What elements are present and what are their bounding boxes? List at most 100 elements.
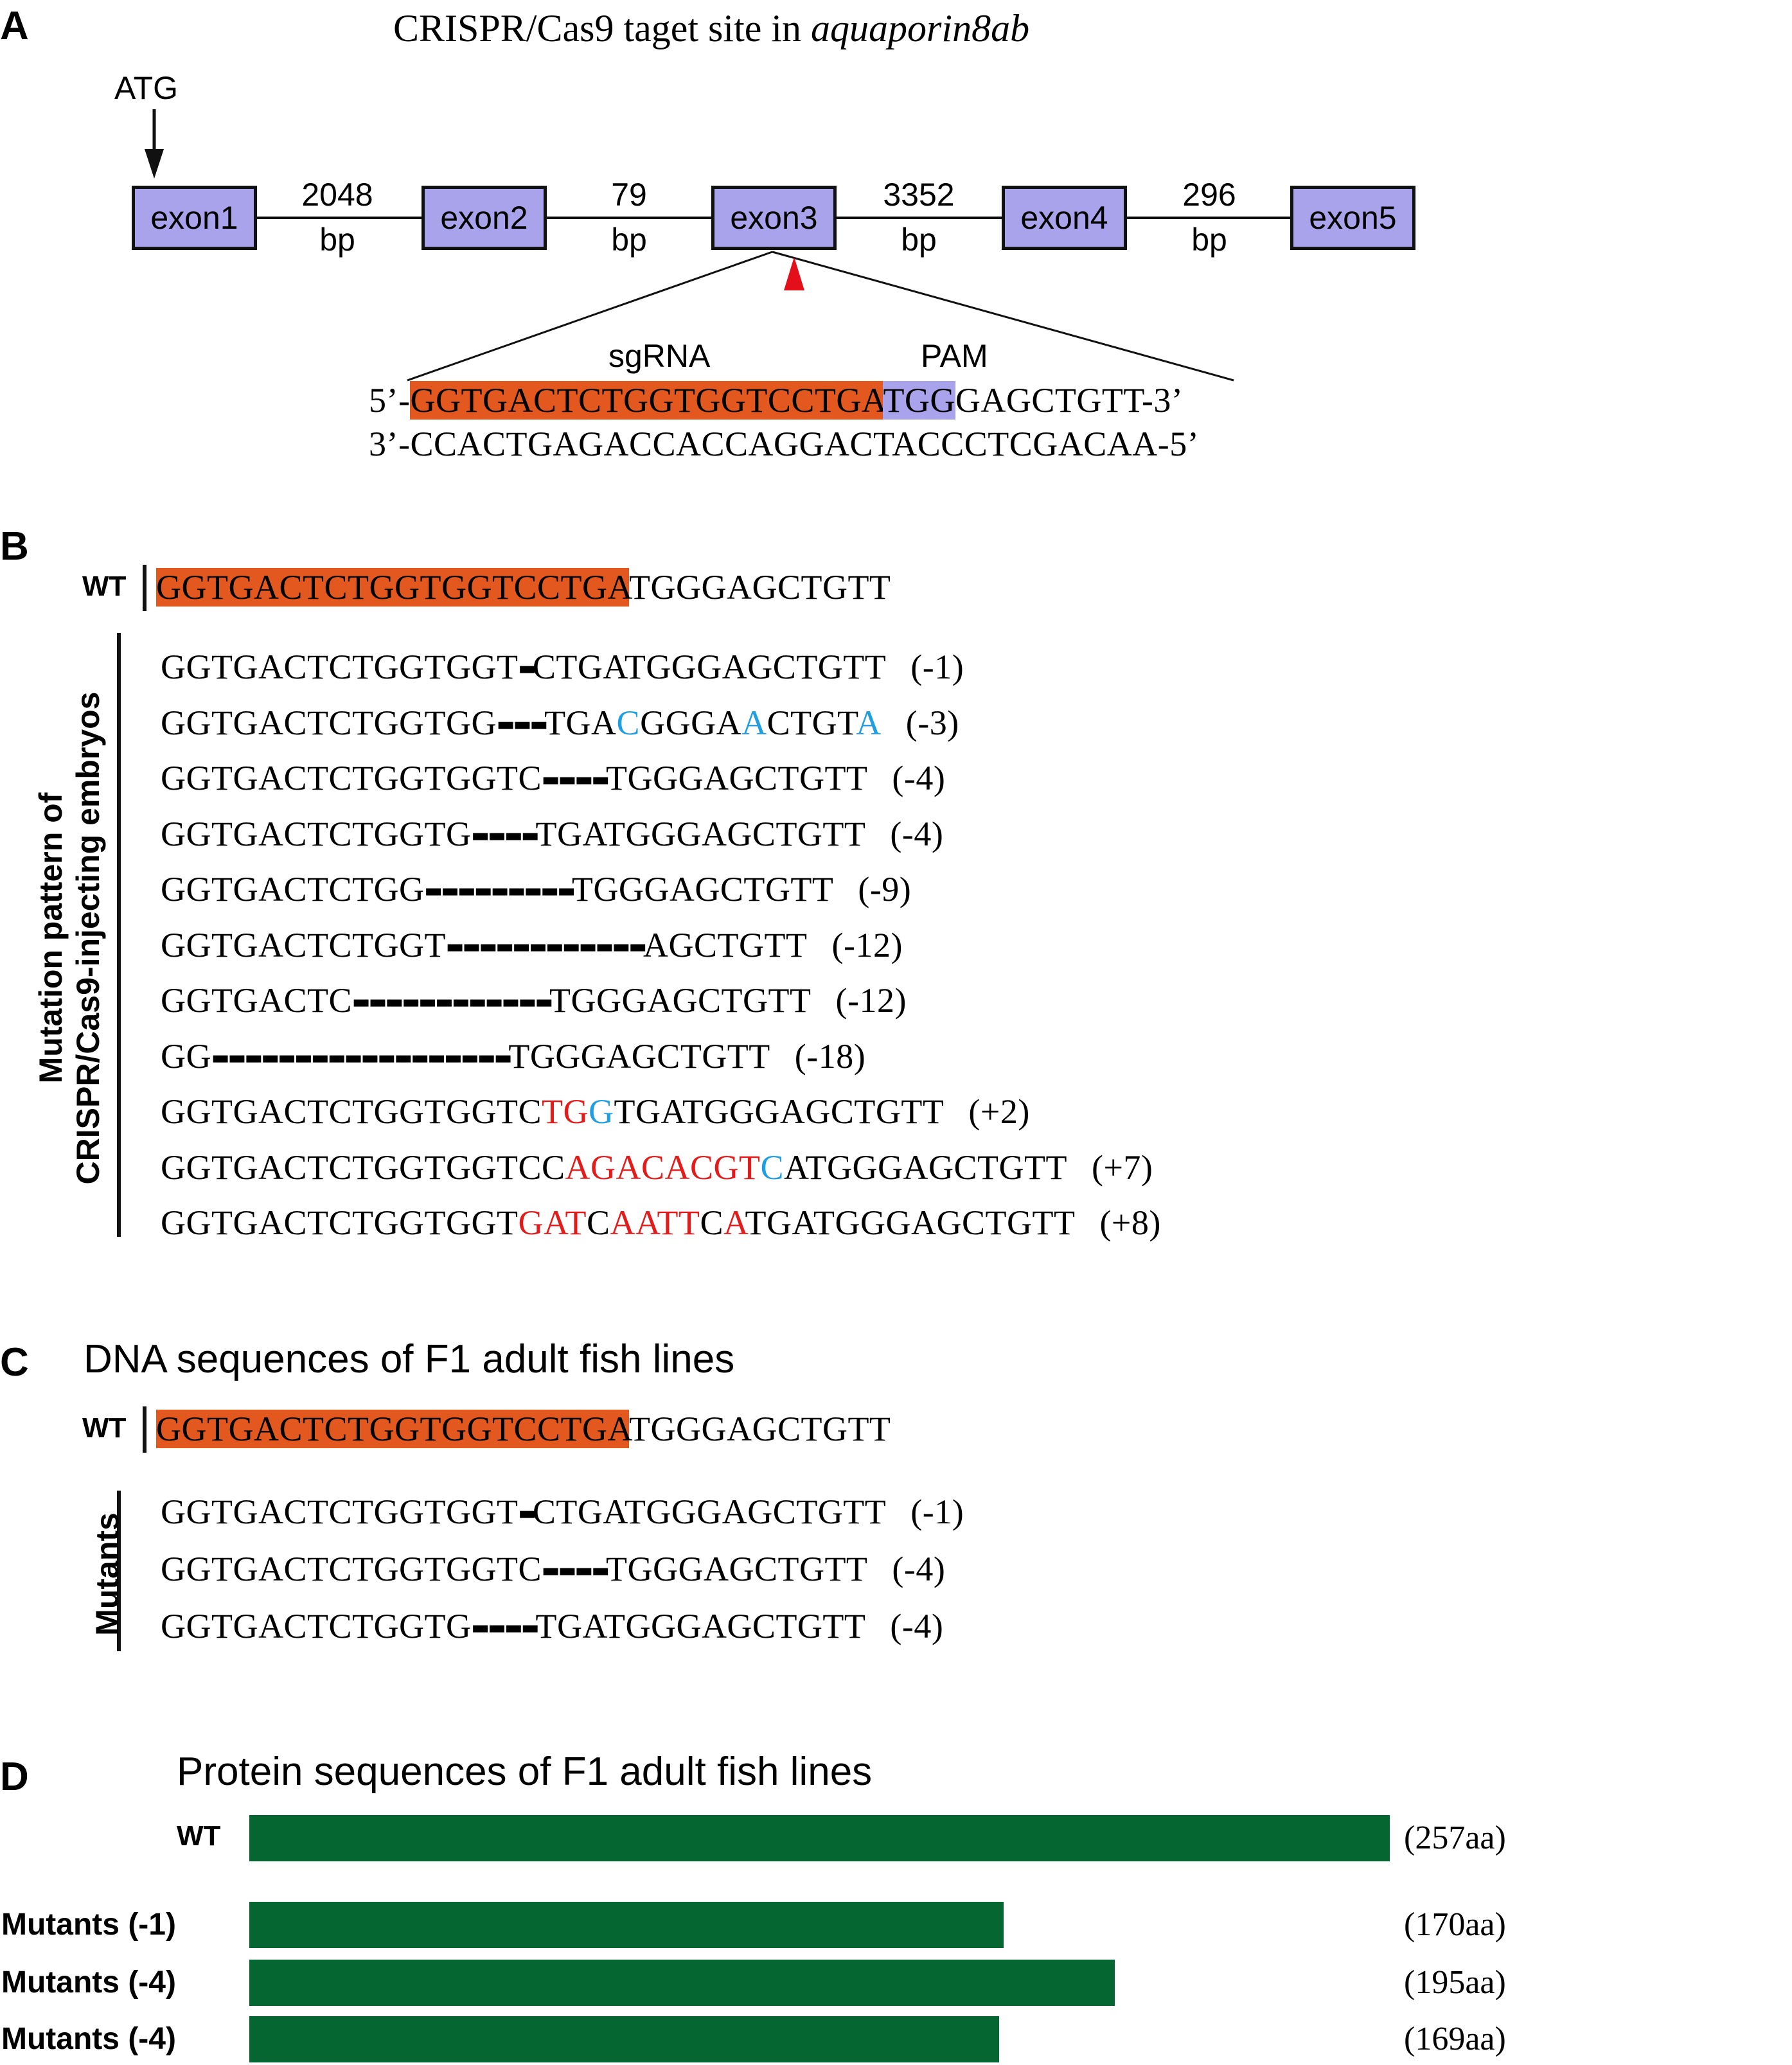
top-strand-rest: GAGCTGTT-3’ xyxy=(955,381,1184,420)
protein-bar xyxy=(249,1902,1004,1948)
sequence-segment: GGTGACTCTGGTG xyxy=(161,1607,472,1645)
substituted-base: A xyxy=(741,703,767,742)
insertion-bases: TG xyxy=(541,1092,589,1131)
insertion-bases: A xyxy=(723,1203,745,1242)
indel-size-note: (+7) xyxy=(1073,1148,1153,1187)
panel-c-letter: C xyxy=(0,1340,29,1385)
sequence-segment: TGATGGGAGCTGTT xyxy=(745,1203,1076,1242)
indel-size-note: (-1) xyxy=(892,1493,964,1531)
atg-arrow xyxy=(145,109,164,179)
sequence-segment: C xyxy=(700,1203,723,1242)
protein-label: Mutants (-4) xyxy=(1,2022,176,2056)
panel-c-wt-sequence: GGTGACTCTGGTGGTCCTGATGGGAGCTGTT xyxy=(156,1407,891,1451)
sequence-segment: GGTGACTCTGGTGGTC xyxy=(161,1550,542,1588)
sequence-segment: TGGGAGCTGTT xyxy=(549,981,812,1020)
intron4-size: 296 xyxy=(1182,177,1236,213)
sequence-segment: GGTGACTCTGGTGG xyxy=(161,703,497,742)
sequence-segment: CTGATGGGAGCTGTT xyxy=(532,648,887,686)
mutation-row: GGTGACTCTGGTGGTCTGGTGATGGGAGCTGTT (+2) xyxy=(161,1090,1030,1133)
exon1-box: exon1 xyxy=(132,186,257,250)
panel-c-wt-rest: TGGGAGCTGTT xyxy=(628,1410,891,1448)
intron2-size: 79 xyxy=(611,177,647,213)
sequence-segment: CTGT xyxy=(767,703,856,742)
panel-b-side-label: Mutation pattern of CRISPR/Cas9-injectin… xyxy=(32,636,107,1240)
mutation-row: GGTGACTCTGGT▬ ▬ ▬ ▬ ▬ ▬ ▬ ▬ ▬ ▬ ▬ ▬AGCTG… xyxy=(161,924,903,968)
substituted-base: A xyxy=(856,703,882,742)
panel-d-title: Protein sequences of F1 adult fish lines xyxy=(177,1750,873,1794)
intron1-size: 2048 xyxy=(301,177,373,213)
mutation-row: GG▬ ▬ ▬ ▬ ▬ ▬ ▬ ▬ ▬ ▬ ▬ ▬ ▬ ▬ ▬ ▬ ▬ ▬TGG… xyxy=(161,1035,865,1079)
sequence-segment: GGTGACTCTGGTGGTCC xyxy=(161,1148,565,1187)
sequence-segment: TGATGGGAGCTGTT xyxy=(614,1092,945,1131)
panel-a-title-prefix: CRISPR/Cas9 taget site in xyxy=(393,7,812,49)
mutation-row: GGTGACTCTGGTG▬ ▬ ▬ ▬TGATGGGAGCTGTT (-4) xyxy=(161,1605,943,1649)
pam-label: PAM xyxy=(921,338,988,374)
pam-sequence: TGG xyxy=(883,381,955,420)
deletion-dashes: ▬ ▬ ▬ ▬ xyxy=(541,1559,610,1582)
protein-length-note: (257aa) xyxy=(1404,1820,1506,1856)
intron2-unit: bp xyxy=(611,222,647,258)
indel-size-note: (-12) xyxy=(817,981,907,1020)
indel-size-note: (-3) xyxy=(887,703,959,742)
panel-c-wt-bracket xyxy=(143,1406,146,1453)
mutation-row: GGTGACTCTGGTGGTCCAGACACGTCATGGGAGCTGTT (… xyxy=(161,1146,1153,1189)
protein-length-note: (169aa) xyxy=(1404,2021,1506,2057)
protein-bar xyxy=(249,1815,1390,1861)
mutation-row: GGTGACTCTGGTGGT▬CTGATGGGAGCTGTT (-1) xyxy=(161,1491,964,1535)
panel-b-side-label-line1: Mutation pattern of xyxy=(33,792,69,1084)
sgrna-label: sgRNA xyxy=(608,338,711,374)
indel-size-note: (-18) xyxy=(776,1036,866,1076)
intron4-unit: bp xyxy=(1191,222,1227,258)
indel-size-note: (+8) xyxy=(1081,1203,1161,1242)
sequence-segment: GGTGACTCTGGTGGT xyxy=(161,1203,519,1242)
mutation-row: GGTGACTCTGGTGGT▬CTGATGGGAGCTGTT (-1) xyxy=(161,646,964,690)
mutation-row: GGTGACTCTGGTGGTC▬ ▬ ▬ ▬TGGGAGCTGTT (-4) xyxy=(161,757,945,801)
sequence-segment: TGA xyxy=(544,703,617,742)
indel-size-note: (-4) xyxy=(872,1607,944,1645)
protein-length-note: (195aa) xyxy=(1404,1964,1506,2001)
deletion-dashes: ▬ ▬ ▬ ▬ ▬ ▬ ▬ ▬ ▬ ▬ ▬ ▬ ▬ ▬ ▬ ▬ ▬ ▬ xyxy=(211,1046,512,1069)
insertion-bases: GAT xyxy=(518,1203,587,1242)
mutation-row: GGTGACTCTGG▬ ▬ ▬ ▬ ▬ ▬ ▬ ▬ ▬TGGGAGCTGTT … xyxy=(161,868,911,912)
panel-b-wt-highlight: GGTGACTCTGGTGGTCCTGA xyxy=(156,568,629,607)
protein-label: Mutants (-1) xyxy=(1,1908,176,1942)
sequence-segment: TGATGGGAGCTGTT xyxy=(535,814,866,853)
insertion-bases: AATT xyxy=(610,1203,700,1242)
substituted-base: C xyxy=(616,703,641,742)
exon4-box: exon4 xyxy=(1002,186,1127,250)
sequence-segment: TGGGAGCTGTT xyxy=(508,1036,770,1076)
indel-size-note: (-4) xyxy=(874,759,946,797)
sequence-segment: GGGA xyxy=(640,703,742,742)
sequence-segment: TGGGAGCTGTT xyxy=(571,870,834,908)
mutation-row: GGTGACTCTGGTGGTGATCAATTCATGATGGGAGCTGTT … xyxy=(161,1201,1161,1244)
deletion-dashes: ▬ ▬ ▬ ▬ xyxy=(541,768,610,791)
panel-a-letter: A xyxy=(0,4,29,48)
bottom-strand: 3’-CCACTGAGACCACCAGGACTACCCTCGACAA-5’ xyxy=(369,425,1200,463)
panel-c-title: DNA sequences of F1 adult fish lines xyxy=(84,1337,735,1381)
indel-size-note: (-9) xyxy=(840,870,912,908)
substituted-base: G xyxy=(588,1092,614,1131)
panel-b-wt-rest: TGGGAGCTGTT xyxy=(628,568,891,607)
panel-a-gene-name: aquaporin8ab xyxy=(811,7,1030,49)
deletion-dashes: ▬ xyxy=(518,657,536,680)
exon3-box: exon3 xyxy=(711,186,837,250)
intron4-label: 296 bp xyxy=(1148,172,1270,262)
atg-label: ATG xyxy=(114,70,179,106)
panel-b-side-label-line2: CRISPR/Cas9-injecting embryos xyxy=(70,691,106,1185)
zoom-lines xyxy=(407,251,1234,382)
panel-b-letter: B xyxy=(0,524,29,569)
exon5-box: exon5 xyxy=(1290,186,1415,250)
protein-label: WT xyxy=(177,1820,221,1852)
top-strand-prefix: 5’- xyxy=(369,381,411,420)
deletion-dashes: ▬ ▬ ▬ ▬ ▬ ▬ ▬ ▬ ▬ ▬ ▬ ▬ xyxy=(352,991,553,1013)
top-strand: 5’-GGTGACTCTGGTGGTCCTGATGGGAGCTGTT-3’ xyxy=(369,379,1183,421)
sgrna-sequence: GGTGACTCTGGTGGTCCTGA xyxy=(410,381,883,420)
intron3-unit: bp xyxy=(901,222,937,258)
exon2-box: exon2 xyxy=(421,186,547,250)
panel-c-wt-highlight: GGTGACTCTGGTGGTCCTGA xyxy=(156,1410,629,1448)
panel-a-title: CRISPR/Cas9 taget site in aquaporin8ab xyxy=(393,6,1029,51)
deletion-dashes: ▬ ▬ ▬ ▬ ▬ ▬ ▬ ▬ ▬ ▬ ▬ ▬ xyxy=(445,935,647,958)
indel-size-note: (-1) xyxy=(892,648,964,686)
protein-bar xyxy=(249,1960,1115,2006)
